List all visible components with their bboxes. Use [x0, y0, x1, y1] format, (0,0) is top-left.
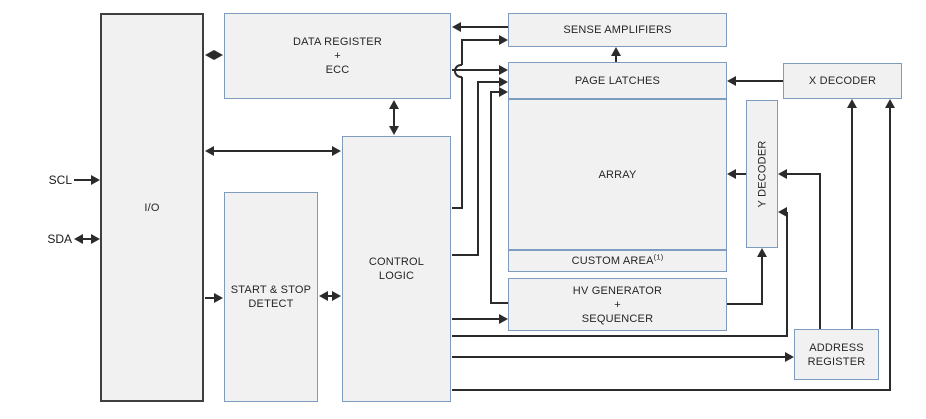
conn-io-control-line [212, 150, 334, 152]
conn-io-control-arrow-left [205, 146, 214, 156]
block-data-register-ecc: DATA REGISTER + ECC [224, 13, 451, 99]
conn-control-pagelatches-arrowhead [499, 77, 508, 87]
conn-control-senseamp-vertical-lower [461, 77, 463, 208]
conn-control-xdecoder-arrowhead [885, 99, 895, 108]
conn-control-pagelatches-stub [452, 254, 479, 256]
conn-senseamp-dataregister-arrowhead [452, 22, 461, 32]
conn-hvgen-ydecoder-arrowhead [757, 248, 767, 257]
start-stop-label-line1: START & STOP [230, 284, 312, 296]
page-latches-label: PAGE LATCHES [574, 74, 661, 87]
conn-dataregister-pagelatches-line [452, 69, 500, 71]
hv-generator-label-line3: SEQUENCER [581, 312, 654, 325]
conn-control-pagelatches-vertical [477, 82, 479, 256]
y-decoder-label: Y DECODER [756, 140, 768, 208]
conn-hvgen-pagelatches-horizontal [490, 91, 500, 93]
conn-addressregister-ydecoder-horizontal [786, 173, 821, 175]
conn-control-hvgen-arrowhead [499, 314, 508, 324]
conn-addressregister-xdecoder-line [851, 107, 853, 329]
conn-control-senseamp-vertical-upper [461, 40, 463, 65]
conn-xdecoder-pagelatches-line [735, 80, 783, 82]
conn-control-xdecoder-vertical [889, 107, 891, 391]
conn-pagelatches-senseamp-line [615, 54, 617, 62]
conn-xdecoder-pagelatches-arrowhead [727, 76, 736, 86]
conn-sda-arrowhead-right [91, 234, 100, 244]
conn-senseamp-dataregister-line [460, 26, 508, 28]
conn-scl-line [74, 179, 92, 181]
control-logic-label-line2: LOGIC [378, 270, 415, 282]
block-io: I/O [100, 13, 204, 402]
block-address-register: ADDRESS REGISTER [794, 329, 879, 380]
data-register-label-line3: ECC [325, 64, 350, 76]
conn-ydecoder-array-arrowhead [727, 169, 736, 179]
block-page-latches: PAGE LATCHES [508, 62, 727, 99]
conn-control-xdecoder-horizontal [452, 389, 891, 391]
custom-area-footnote: (1) [653, 252, 664, 262]
conn-control-ydecoder-arrowhead [778, 207, 787, 217]
conn-hvgen-pagelatches-arrowhead [499, 87, 508, 97]
block-y-decoder: Y DECODER [746, 100, 778, 248]
conn-addressregister-xdecoder-arrowhead [847, 99, 857, 108]
conn-control-senseamp-stub [452, 207, 463, 209]
block-sense-amplifiers: SENSE AMPLIFIERS [508, 13, 727, 47]
conn-control-ydecoder-vertical [786, 212, 788, 337]
x-decoder-label: X DECODER [808, 75, 877, 87]
conn-dataregister-control-arrow-down [389, 126, 399, 135]
conn-addressregister-ydecoder-arrowhead [778, 169, 787, 179]
conn-addressregister-ydecoder-vertical [819, 173, 821, 329]
hv-generator-label-line1: HV GENERATOR [572, 284, 663, 297]
conn-sda-line [81, 238, 93, 240]
conn-control-senseamp-line-hop [454, 64, 462, 78]
conn-control-hvgen-line [452, 318, 499, 320]
array-label: ARRAY [598, 168, 637, 181]
sda-signal-label: SDA [47, 232, 72, 246]
conn-control-senseamp-arrowhead [499, 35, 508, 45]
sense-amplifiers-label: SENSE AMPLIFIERS [563, 24, 672, 36]
conn-scl-arrowhead [91, 175, 100, 185]
data-register-label-line2: + [334, 50, 341, 62]
conn-startstop-control-arrow-left [319, 291, 328, 301]
conn-ydecoder-array-line [735, 173, 746, 175]
block-array: ARRAY [508, 99, 727, 250]
address-register-label-line1: ADDRESS [809, 341, 864, 354]
conn-pagelatches-senseamp-arrowhead [611, 47, 621, 56]
conn-dataregister-control-arrow-up [389, 100, 399, 109]
block-start-stop-detect: START & STOP DETECT [224, 192, 318, 402]
conn-control-senseamp-horizontal [461, 39, 501, 41]
address-register-label-line2: REGISTER [807, 355, 866, 368]
conn-dataregister-pagelatches-arrowhead [499, 65, 508, 75]
conn-dataregister-control-line [393, 107, 395, 128]
conn-io-startstop-line [205, 297, 216, 299]
conn-control-addressregister-arrowhead [785, 352, 794, 362]
block-io-label: I/O [144, 201, 160, 214]
conn-hvgen-pagelatches-stub [490, 302, 508, 304]
block-x-decoder: X DECODER [783, 63, 902, 99]
hv-generator-label-line2: + [614, 298, 621, 311]
conn-control-ydecoder-horizontal [452, 335, 788, 337]
scl-signal-label: SCL [48, 173, 72, 187]
conn-hvgen-pagelatches-vertical [490, 92, 492, 304]
conn-hvgen-ydecoder-horizontal [727, 303, 763, 305]
conn-io-dataregister-arrow-right [214, 50, 223, 60]
conn-control-pagelatches-horizontal [477, 81, 500, 83]
custom-area-label: CUSTOM AREA(1) [571, 252, 664, 268]
custom-area-label-text: CUSTOM AREA [571, 255, 654, 267]
block-hv-generator-sequencer: HV GENERATOR + SEQUENCER [508, 278, 727, 331]
block-custom-area: CUSTOM AREA(1) [508, 250, 727, 272]
conn-startstop-control-arrow-right [332, 291, 341, 301]
conn-hvgen-ydecoder-vertical [761, 255, 763, 305]
data-register-label-line1: DATA REGISTER [293, 36, 382, 48]
conn-sda-arrowhead-left [74, 234, 83, 244]
start-stop-label-line2: DETECT [248, 298, 294, 310]
block-control-logic: CONTROL LOGIC [342, 136, 451, 402]
control-logic-label-line1: CONTROL [368, 256, 425, 268]
conn-io-startstop-arrowhead [214, 293, 223, 303]
conn-startstop-control-line [325, 295, 335, 297]
conn-control-addressregister-line [452, 356, 785, 358]
conn-io-control-arrow-right [332, 146, 341, 156]
